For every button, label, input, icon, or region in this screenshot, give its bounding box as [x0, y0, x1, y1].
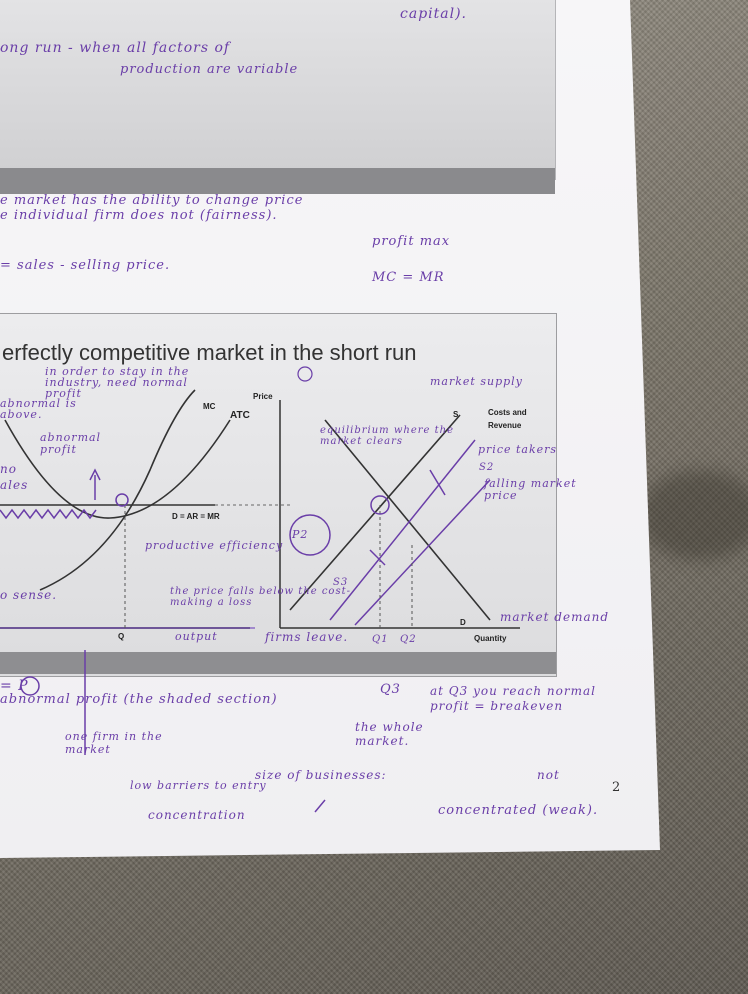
note-s3: S3: [333, 577, 349, 588]
label-atc: ATC: [230, 410, 250, 421]
top-text-box: [0, 0, 556, 180]
note-equals-p: = P: [0, 678, 29, 694]
note-factors-variable: production are variable: [120, 62, 299, 77]
note-long-run: ong run - when all factors of: [0, 40, 231, 56]
note-stay-in-industry: in order to stay in the industry, need n…: [45, 365, 190, 400]
note-no: no: [0, 462, 17, 476]
note-market-supply: market supply: [430, 375, 523, 388]
chart-panel: [0, 313, 557, 677]
note-falling-market-price: falling market price: [484, 477, 577, 502]
note-abnormal-shaded: abnormal profit (the shaded section): [0, 692, 278, 707]
label-d: D: [460, 618, 466, 627]
note-whole-market: the whole market.: [355, 720, 424, 748]
note-price-falls-loss: the price falls below the cost-making a …: [170, 586, 351, 608]
chart-title: erfectly competitive market in the short…: [2, 340, 417, 365]
note-price-takers: price takers: [478, 443, 558, 456]
note-size-of-businesses: size of businesses:: [255, 768, 387, 782]
note-sales-price: = sales - selling price.: [0, 258, 171, 273]
label-s: S: [453, 410, 459, 419]
label-d-ar-mr: D = AR = MR: [172, 512, 220, 521]
note-firms-leave: firms leave.: [265, 630, 349, 644]
note-abnormal-above: abnormal is above.: [0, 397, 77, 421]
note-ales: ales: [0, 478, 29, 492]
note-output: output: [175, 630, 218, 643]
note-s2: S2: [479, 462, 495, 473]
worksheet-paper: capital). ong run - when all factors of …: [0, 0, 660, 858]
note-capital: capital).: [400, 6, 467, 22]
note-p2: P2: [292, 528, 309, 541]
note-profit-max: profit max: [372, 234, 451, 249]
note-not: not: [537, 768, 560, 782]
note-abnormal-profit: abnormal profit: [40, 431, 102, 456]
note-q1: Q1: [372, 634, 389, 645]
note-one-firm: one firm in the market: [65, 730, 163, 756]
note-q3: Q3: [380, 682, 401, 697]
note-sense: o sense.: [0, 588, 58, 602]
note-q2: Q2: [400, 634, 417, 645]
label-mc: MC: [203, 402, 216, 411]
label-quantity: Quantity: [474, 634, 507, 643]
label-price: Price: [253, 392, 273, 401]
label-costs-revenue: Costs and Revenue: [488, 408, 527, 430]
label-q: Q: [118, 632, 125, 641]
note-low-barriers: low barriers to entry: [130, 779, 267, 792]
note-number-two: 2: [612, 780, 622, 795]
note-market-change-price: e market has the ability to change price: [0, 193, 304, 208]
note-concentrated-weak: concentrated (weak).: [438, 803, 599, 818]
note-concentration: concentration: [148, 808, 246, 822]
note-at-q3-normal-profit: at Q3 you reach normal profit = breakeve…: [430, 684, 596, 713]
note-productive-efficiency: productive efficiency: [145, 539, 284, 552]
sofa-cushion-fold: [640, 470, 748, 560]
chart-drawing: [0, 366, 520, 813]
note-equilibrium: equilibrium where the market clears: [320, 425, 455, 447]
note-market-demand: market demand: [500, 610, 610, 624]
top-box-grey-bar: [0, 168, 555, 194]
note-individual-firm: e individual firm does not (fairness).: [0, 208, 278, 223]
chart-grey-bar: [0, 652, 556, 674]
note-mc-equals-mr: MC = MR: [372, 270, 445, 285]
